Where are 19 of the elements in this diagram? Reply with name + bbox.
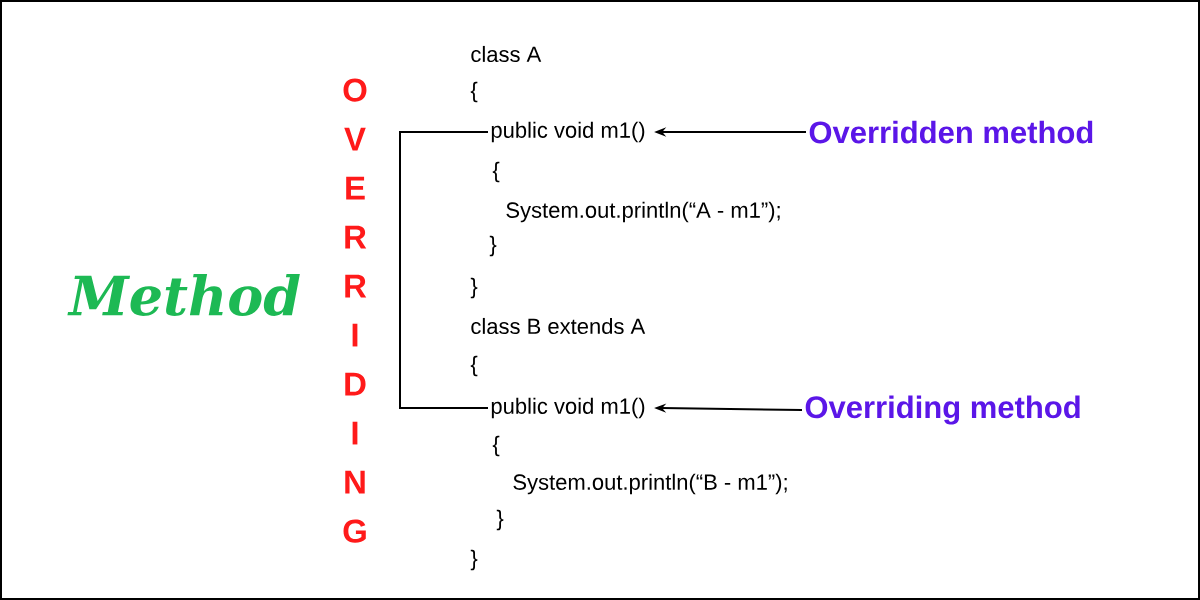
bracket-line — [399, 131, 489, 409]
vertical-title: OVERRIDING — [343, 78, 367, 543]
code-line: { — [470, 81, 478, 103]
code-line: System.out.println(“A - m1”); — [506, 201, 780, 223]
code-line: System.out.println(“B - m1”); — [513, 473, 787, 495]
code-line: { — [470, 355, 478, 377]
title-word: Method — [67, 274, 300, 316]
callout-text: Overridden method — [809, 120, 1093, 144]
code-line: public void m1() — [491, 397, 645, 419]
code-line: } — [470, 549, 478, 571]
code-line: class A — [471, 45, 542, 63]
code-line: public void m1() — [491, 121, 645, 143]
code-line: } — [496, 509, 504, 531]
code-line: } — [470, 277, 478, 299]
code-line: } — [489, 235, 497, 257]
code-line: { — [492, 435, 500, 457]
callout-text: Overriding method — [805, 395, 1080, 425]
code-line: { — [492, 161, 500, 183]
code-line: class B extends A — [471, 317, 646, 335]
